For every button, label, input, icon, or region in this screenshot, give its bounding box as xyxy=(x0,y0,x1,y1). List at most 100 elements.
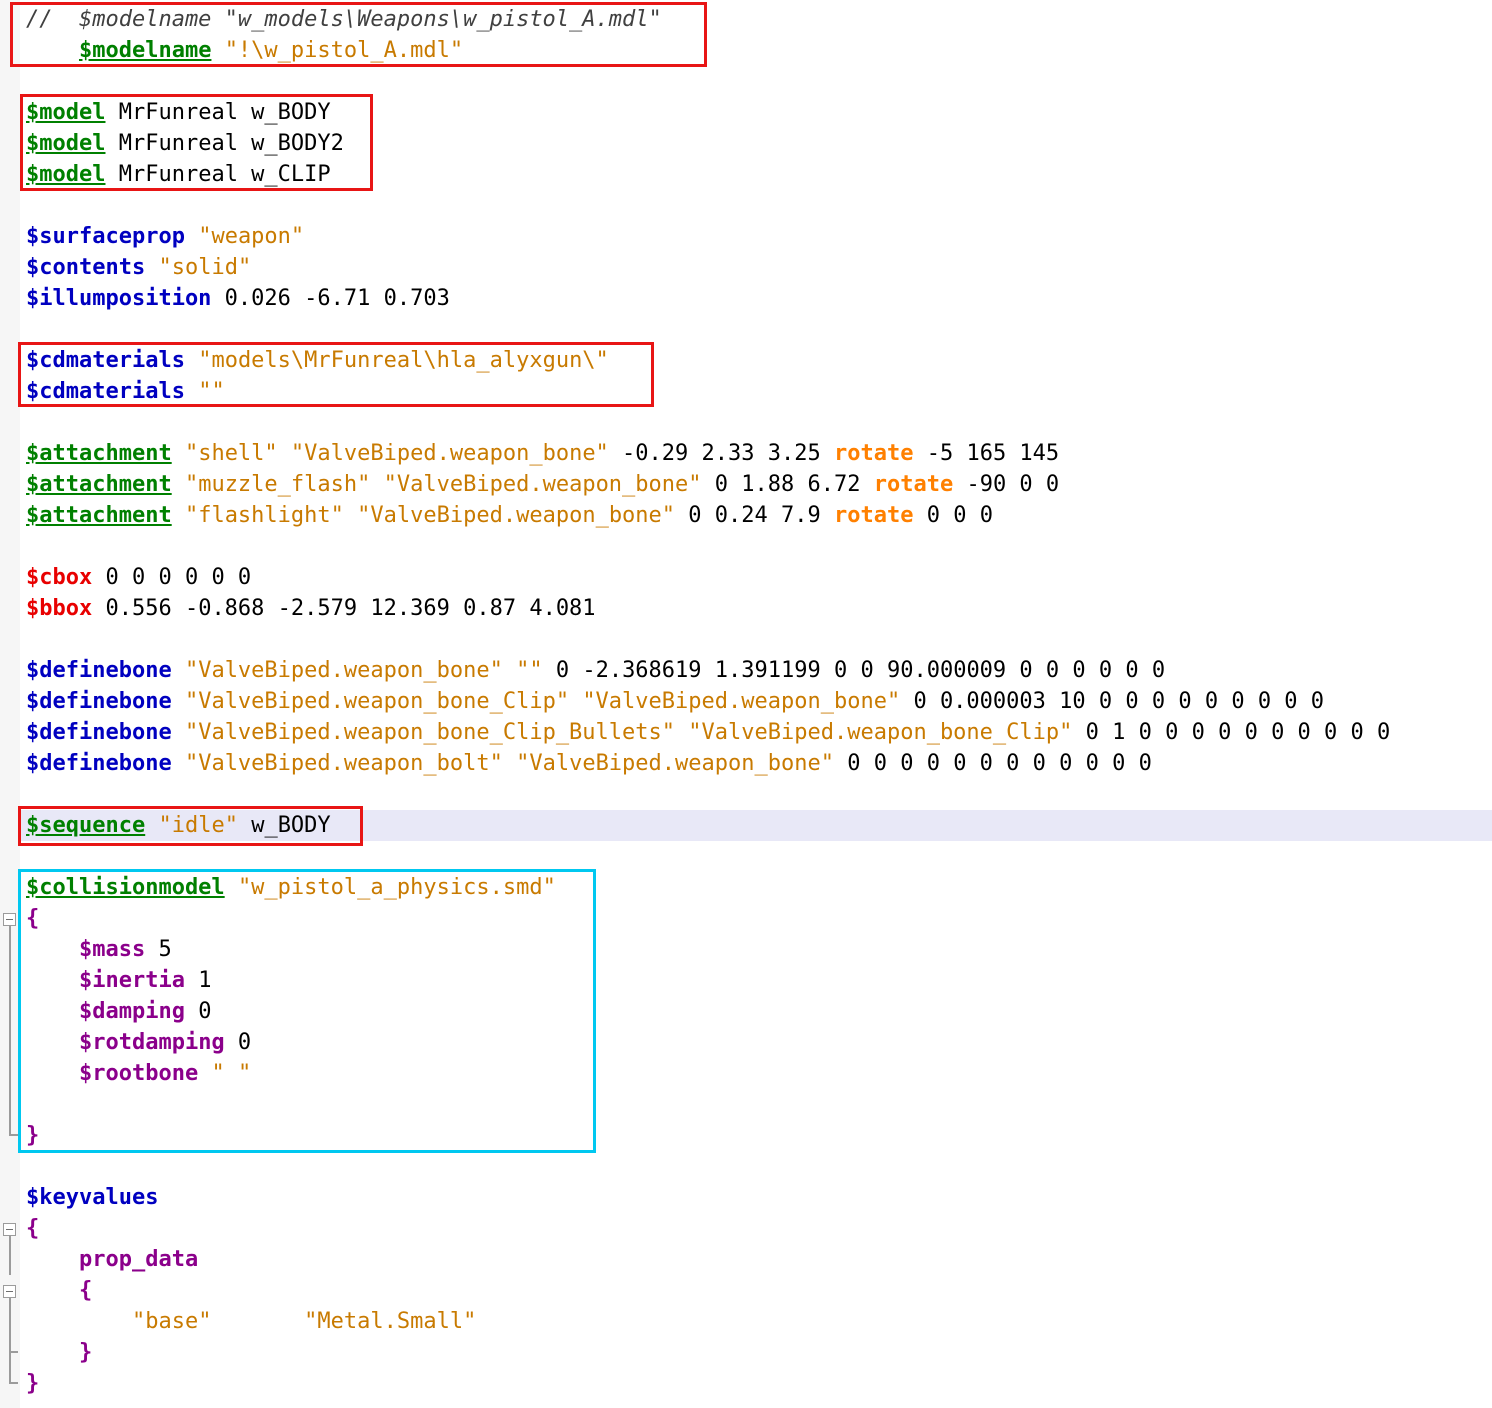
code-line[interactable] xyxy=(0,841,1492,872)
code-token: $definebone xyxy=(26,658,172,683)
code-line[interactable]: $cdmaterials "models\MrFunreal\hla_alyxg… xyxy=(0,345,1492,376)
code-line[interactable] xyxy=(0,531,1492,562)
code-token xyxy=(675,720,688,745)
code-line[interactable]: $definebone "ValveBiped.weapon_bone_Clip… xyxy=(0,686,1492,717)
code-line[interactable]: { xyxy=(0,1275,1492,1306)
code-token: $definebone xyxy=(26,751,172,776)
code-token: 1 xyxy=(184,968,212,993)
gutter-cell xyxy=(0,531,20,562)
code-line-text: $attachment "muzzle_flash" "ValveBiped.w… xyxy=(20,469,1492,500)
fold-guide-line xyxy=(0,965,20,996)
code-line[interactable] xyxy=(0,314,1492,345)
code-line[interactable]: $illumposition 0.026 -6.71 0.703 xyxy=(0,283,1492,314)
code-line[interactable]: $attachment "shell" "ValveBiped.weapon_b… xyxy=(0,438,1492,469)
code-line-text xyxy=(20,779,1492,810)
code-token xyxy=(211,38,224,63)
code-line[interactable]: prop_data xyxy=(0,1244,1492,1275)
gutter-cell xyxy=(0,221,20,252)
code-line[interactable]: $surfaceprop "weapon" xyxy=(0,221,1492,252)
code-line[interactable]: $rotdamping 0 xyxy=(0,1027,1492,1058)
fold-guide-line xyxy=(0,996,20,1027)
code-line-text: prop_data xyxy=(20,1244,1492,1275)
code-token xyxy=(198,1061,211,1086)
code-token xyxy=(172,689,185,714)
code-token: -0.29 2.33 3.25 xyxy=(608,441,834,466)
code-line[interactable]: $keyvalues xyxy=(0,1182,1492,1213)
code-token: 0 xyxy=(224,1030,252,1055)
code-token: $attachment xyxy=(26,472,172,497)
code-token: "solid" xyxy=(158,255,252,280)
code-line[interactable]: $rootbone " " xyxy=(0,1058,1492,1089)
code-line-text xyxy=(20,531,1492,562)
fold-guide-line xyxy=(0,1089,20,1120)
code-line[interactable]: $model MrFunreal w_BODY xyxy=(0,97,1492,128)
code-token: $model xyxy=(26,100,106,125)
code-line[interactable] xyxy=(0,407,1492,438)
code-line-text: $definebone "ValveBiped.weapon_bone_Clip… xyxy=(20,686,1492,717)
gutter-cell xyxy=(0,407,20,438)
code-line[interactable]: $cdmaterials "" xyxy=(0,376,1492,407)
code-token: 0 -2.368619 1.391199 0 0 90.000009 0 0 0… xyxy=(542,658,1166,683)
code-line[interactable]: $mass 5 xyxy=(0,934,1492,965)
code-line[interactable]: $damping 0 xyxy=(0,996,1492,1027)
code-line-text xyxy=(20,841,1492,872)
code-line[interactable] xyxy=(0,779,1492,810)
code-line[interactable] xyxy=(0,624,1492,655)
code-line-text: $cdmaterials "" xyxy=(20,376,1492,407)
code-line[interactable]: $attachment "muzzle_flash" "ValveBiped.w… xyxy=(0,469,1492,500)
code-line[interactable]: $definebone "ValveBiped.weapon_bone" "" … xyxy=(0,655,1492,686)
code-token: $collisionmodel xyxy=(26,875,225,900)
code-line-text: $mass 5 xyxy=(20,934,1492,965)
code-line[interactable]: $contents "solid" xyxy=(0,252,1492,283)
code-token: $illumposition xyxy=(26,286,212,311)
code-line[interactable]: "base" "Metal.Small" xyxy=(0,1306,1492,1337)
code-line[interactable]: $attachment "flashlight" "ValveBiped.wea… xyxy=(0,500,1492,531)
gutter-cell xyxy=(0,748,20,779)
code-line-text: $attachment "flashlight" "ValveBiped.wea… xyxy=(20,500,1492,531)
code-editor[interactable]: // $modelname "w_models\Weapons\w_pistol… xyxy=(0,4,1492,1399)
code-line[interactable]: $inertia 1 xyxy=(0,965,1492,996)
fold-collapse-icon[interactable] xyxy=(3,1223,16,1236)
code-line-text: $damping 0 xyxy=(20,996,1492,1027)
code-line[interactable]: { xyxy=(0,903,1492,934)
gutter-cell xyxy=(0,500,20,531)
fold-guide-line xyxy=(0,1368,20,1399)
gutter-cell xyxy=(0,655,20,686)
code-line[interactable] xyxy=(0,1151,1492,1182)
code-token xyxy=(26,999,79,1024)
code-line[interactable] xyxy=(0,190,1492,221)
code-line[interactable] xyxy=(0,66,1492,97)
code-line[interactable]: } xyxy=(0,1368,1492,1399)
code-token: "ValveBiped.weapon_bone_Clip" xyxy=(688,720,1073,745)
code-token: "ValveBiped.weapon_bone_Clip" xyxy=(184,689,570,714)
code-line[interactable]: $model MrFunreal w_BODY2 xyxy=(0,128,1492,159)
code-line[interactable]: $collisionmodel "w_pistol_a_physics.smd" xyxy=(0,872,1492,903)
code-line[interactable]: $model MrFunreal w_CLIP xyxy=(0,159,1492,190)
code-line[interactable]: $definebone "ValveBiped.weapon_bone_Clip… xyxy=(0,717,1492,748)
code-token: "ValveBiped.weapon_bone" xyxy=(184,658,503,683)
fold-collapse-icon[interactable] xyxy=(3,913,16,926)
code-line[interactable]: $cbox 0 0 0 0 0 0 xyxy=(0,562,1492,593)
gutter-cell xyxy=(0,717,20,748)
code-line[interactable]: } xyxy=(0,1120,1492,1151)
code-line[interactable]: { xyxy=(0,1213,1492,1244)
code-line[interactable]: // $modelname "w_models\Weapons\w_pistol… xyxy=(0,4,1492,35)
code-token: -90 0 0 xyxy=(953,472,1060,497)
code-token xyxy=(172,503,185,528)
code-line-current[interactable]: $sequence "idle" w_BODY xyxy=(0,810,1492,841)
code-token: $inertia xyxy=(78,968,185,993)
code-line-text: $model MrFunreal w_BODY2 xyxy=(20,128,1492,159)
code-line[interactable] xyxy=(0,1089,1492,1120)
gutter-cell xyxy=(0,841,20,872)
code-line[interactable]: $definebone "ValveBiped.weapon_bolt" "Va… xyxy=(0,748,1492,779)
fold-guide-line xyxy=(0,1120,20,1151)
code-token xyxy=(185,348,198,373)
code-token xyxy=(26,1247,79,1272)
code-line[interactable]: $bbox 0.556 -0.868 -2.579 12.369 0.87 4.… xyxy=(0,593,1492,624)
code-line-text: $modelname "!\w_pistol_A.mdl" xyxy=(20,35,1492,66)
fold-collapse-icon[interactable] xyxy=(3,1285,16,1298)
code-line-text: $rootbone " " xyxy=(20,1058,1492,1089)
code-line[interactable]: $modelname "!\w_pistol_A.mdl" xyxy=(0,35,1492,66)
code-token xyxy=(26,1340,79,1365)
code-line[interactable]: } xyxy=(0,1337,1492,1368)
